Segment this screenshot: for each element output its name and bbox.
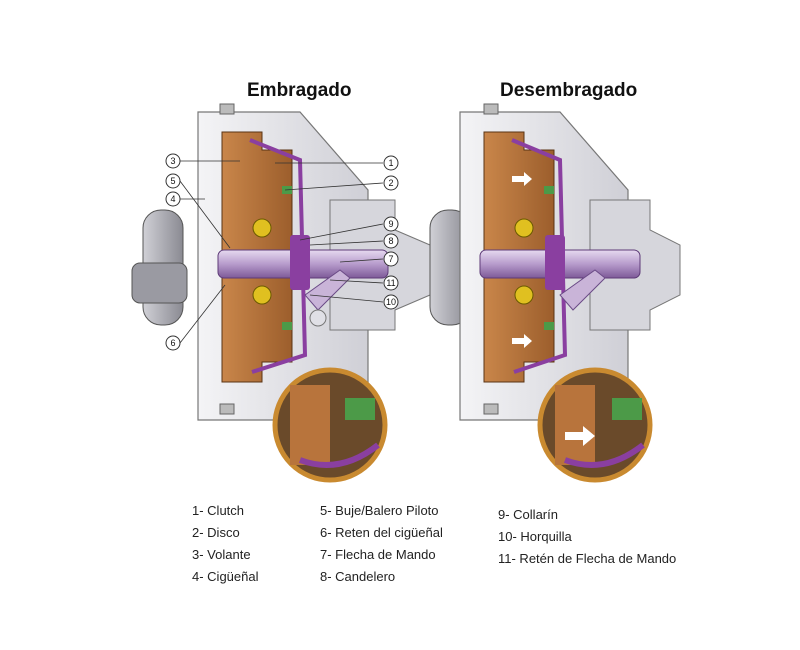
callout-4-circle [165, 191, 181, 207]
inset-engaged [272, 367, 388, 483]
callout-10-circle [383, 294, 399, 310]
inset-finger-left [345, 398, 375, 420]
leader-7 [339, 258, 384, 263]
leader-8 [309, 240, 384, 246]
inset-disengaged [537, 367, 653, 483]
callout-5: 5 [170, 176, 175, 186]
title-engaged: Embragado [247, 80, 352, 101]
legend-item: 2- Disco [192, 525, 240, 540]
bolt-top-right [483, 103, 499, 115]
leader-10 [309, 294, 384, 303]
legend-item: 6- Reten del cigüeñal [320, 525, 443, 540]
inset-clutch-left [290, 385, 330, 465]
callout-9: 9 [388, 219, 393, 229]
inset-plate-left [298, 442, 380, 468]
arrow-icon [512, 334, 532, 348]
bolt-bottom-left [219, 403, 235, 415]
legend-item: 1- Clutch [192, 503, 245, 518]
leader-11 [329, 279, 384, 284]
bolt-top-left [219, 103, 235, 115]
spring-upper-right [514, 218, 534, 238]
release-bearing-right [545, 235, 565, 290]
callout-1-circle [383, 155, 399, 171]
finger-lower-left [282, 322, 292, 330]
leader-2 [284, 182, 384, 191]
callout-6-circle [165, 335, 181, 351]
fork-right [559, 269, 606, 311]
fork-pivot-left [309, 309, 327, 327]
legend-column-3: 9- Collarín 10- Horquilla 11- Retén de F… [498, 504, 676, 570]
engaged-assembly [131, 103, 431, 421]
legend-item: 10- Horquilla [498, 529, 572, 544]
leader-5 [179, 180, 231, 249]
finger-upper-right [544, 186, 554, 194]
inset-clutch-right [555, 385, 595, 465]
callout-9-circle [383, 216, 399, 232]
crankshaft-end-left [131, 262, 188, 304]
disengaged-assembly [429, 103, 681, 421]
inset-plate-right [563, 442, 645, 468]
arrow-icon [565, 426, 595, 446]
callout-3-circle [165, 153, 181, 169]
release-bearing-left [290, 235, 310, 290]
legend-item: 8- Candelero [320, 569, 396, 584]
legend-column-1: 1- Clutch 2- Disco 3- Volante 4- Cigüeña… [192, 500, 259, 588]
callout-11-circle [383, 275, 399, 291]
title-disengaged: Desembragado [500, 80, 638, 101]
callout-6: 6 [170, 338, 175, 348]
legend-item: 3- Volante [192, 547, 251, 562]
arrow-icon [512, 172, 532, 186]
callout-1: 1 [388, 158, 393, 168]
spring-lower-right [514, 285, 534, 305]
legend-column-2: 5- Buje/Balero Piloto 6- Reten del cigüe… [320, 500, 443, 588]
spring-lower-left [252, 285, 272, 305]
legend-item: 7- Flecha de Mando [320, 547, 436, 562]
legend-item: 4- Cigüeñal [192, 569, 259, 584]
callout-5-circle [165, 173, 181, 189]
legend-item: 11- Retén de Flecha de Mando [498, 551, 677, 566]
legend-item: 9- Collarín [498, 507, 558, 522]
callout-7: 7 [388, 254, 393, 264]
callout-11: 11 [386, 278, 395, 288]
fork-left [304, 269, 351, 311]
callout-3: 3 [170, 156, 175, 166]
callout-2: 2 [388, 178, 393, 188]
inset-finger-right [612, 398, 642, 420]
callout-10: 10 [386, 297, 396, 307]
leader-9 [299, 223, 384, 241]
callout-8-circle [383, 233, 399, 249]
callouts: 3 5 4 6 1 2 9 8 7 11 10 [165, 153, 399, 351]
spring-upper-left [252, 218, 272, 238]
bolt-bottom-right [483, 403, 499, 415]
callout-7-circle [383, 251, 399, 267]
callout-2-circle [383, 175, 399, 191]
callout-8: 8 [388, 236, 393, 246]
callout-4: 4 [170, 194, 175, 204]
finger-lower-right [544, 322, 554, 330]
legend-item: 5- Buje/Balero Piloto [320, 503, 439, 518]
leader-6 [179, 284, 226, 344]
